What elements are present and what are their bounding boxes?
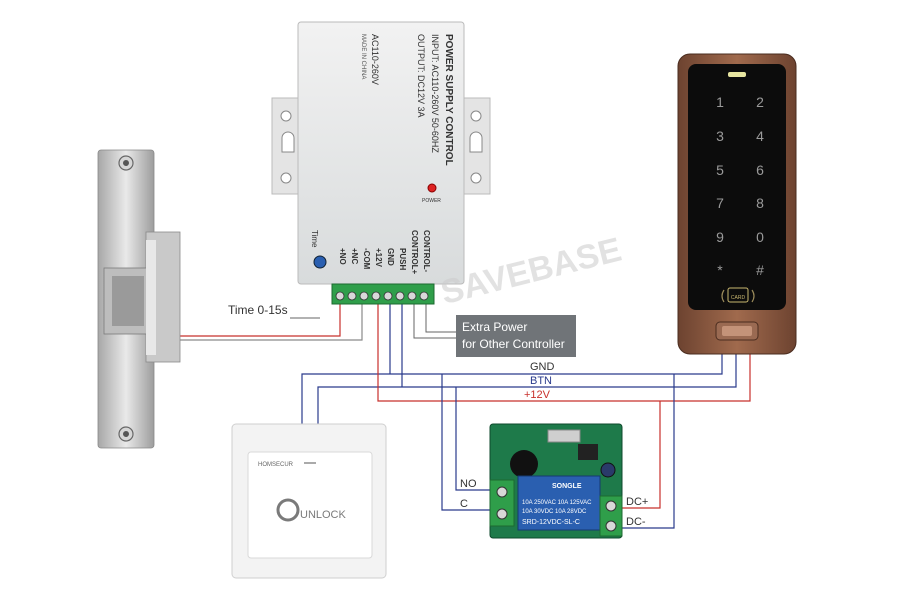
card-icon <box>727 287 749 303</box>
no-label: NO <box>460 478 477 490</box>
key-5[interactable]: 5 <box>716 162 724 178</box>
extra-power-wire-2 <box>425 302 458 333</box>
key-1[interactable]: 1 <box>716 94 724 110</box>
terminal-label-control-plus: CONTROL+ <box>410 230 419 275</box>
extra-power-line-2: for Other Controller <box>462 337 565 351</box>
keypad-face <box>688 64 786 310</box>
relay-module <box>517 475 601 531</box>
v12-wire <box>377 302 751 402</box>
c-label: C <box>460 498 468 510</box>
key-hash[interactable]: # <box>756 262 764 278</box>
exit-button-brand: HOMSECUR <box>258 462 294 468</box>
exit-button-led <box>304 462 316 464</box>
btn-wire <box>317 352 737 432</box>
time-knob <box>313 255 327 269</box>
keypad-indicator <box>728 72 746 77</box>
card-label: CARD <box>731 295 746 301</box>
terminal-labels: +NO +NC -COM +12V GND PUSH CONTROL+ CONT… <box>338 230 431 275</box>
key-2[interactable]: 2 <box>756 94 764 110</box>
card-reader-area: CARD <box>721 287 755 303</box>
crystal <box>547 429 581 443</box>
relay-dcplus-wire <box>622 401 661 509</box>
exit-button-plate[interactable] <box>247 451 373 559</box>
key-7[interactable]: 7 <box>716 195 724 211</box>
extra-power-wire-1 <box>413 302 458 339</box>
key-4[interactable]: 4 <box>756 128 764 144</box>
extra-power-box: Extra Power for Other Controller <box>456 315 576 357</box>
exit-button: HOMSECUR UNLOCK <box>231 423 387 579</box>
key-0[interactable]: 0 <box>756 229 764 245</box>
exit-button-label: UNLOCK <box>300 509 347 521</box>
time-range-annotation: Time 0-15s <box>228 303 288 317</box>
key-icon <box>276 498 300 522</box>
terminal-label-gnd: GND <box>386 248 395 266</box>
watermark: SAVEBASE <box>437 230 625 312</box>
relay-board: SONGLE 10A 250VAC 10A 125VAC 10A 30VDC 1… <box>489 423 623 539</box>
psu-title: POWER SUPPLY CONTROL <box>443 34 454 166</box>
btn-label: BTN <box>530 375 552 387</box>
dcplus-label: DC+ <box>626 496 648 508</box>
psu-model: AC110-260V <box>370 34 380 85</box>
power-led <box>427 183 437 193</box>
power-led-label: POWER <box>422 198 441 204</box>
key-6[interactable]: 6 <box>756 162 764 178</box>
buzzer <box>510 450 538 478</box>
electric-strike-lock <box>97 149 181 449</box>
relay-c-wire <box>441 374 510 511</box>
relay-dcminus-wire <box>622 374 675 529</box>
terminal-label-nc: +NC <box>350 248 359 264</box>
terminal-label-push: PUSH <box>398 248 407 270</box>
lock-wire-gray <box>180 302 363 341</box>
relay-spec-2: 10A 30VDC 10A 28VDC <box>522 509 587 515</box>
v12-label: +12V <box>524 389 551 401</box>
relay-chip <box>578 444 598 460</box>
key-3[interactable]: 3 <box>716 128 724 144</box>
terminal-label-12v: +12V <box>374 248 383 268</box>
psu-origin: MADE IN CHINA <box>360 34 366 79</box>
key-star[interactable]: * <box>717 262 723 278</box>
psu-terminal-block <box>331 283 435 305</box>
extra-power-line-1: Extra Power <box>462 320 527 334</box>
keypad-keys: 1 2 3 4 5 6 7 8 9 0 * # <box>716 94 764 278</box>
dcminus-label: DC- <box>626 516 646 528</box>
terminal-label-control-minus: CONTROL- <box>422 230 431 273</box>
access-keypad: 1 2 3 4 5 6 7 8 9 0 * # CARD <box>677 53 797 355</box>
relay-model: SRD-12VDC-SL-C <box>522 519 580 526</box>
psu-output: OUTPUT: DC12V 3A <box>416 34 426 118</box>
lock-wire-red <box>180 302 341 337</box>
terminal-label-com: -COM <box>362 248 371 270</box>
power-supply: AC110-260V MADE IN CHINA POWER SUPPLY CO… <box>271 21 491 305</box>
time-knob-label: Time <box>310 230 319 248</box>
capacitor <box>600 462 616 478</box>
wiring: GND BTN +12V NO C DC+ DC- <box>180 302 751 529</box>
psu-input: INPUT: AC110-260V 50-60HZ <box>430 34 440 153</box>
key-8[interactable]: 8 <box>756 195 764 211</box>
terminal-screws <box>335 291 429 301</box>
terminal-label-no: +NO <box>338 248 347 265</box>
relay-brand: SONGLE <box>552 483 582 490</box>
relay-spec-1: 10A 250VAC 10A 125VAC <box>522 500 592 506</box>
key-9[interactable]: 9 <box>716 229 724 245</box>
gnd-label: GND <box>530 361 555 373</box>
gnd-wire <box>301 352 723 432</box>
